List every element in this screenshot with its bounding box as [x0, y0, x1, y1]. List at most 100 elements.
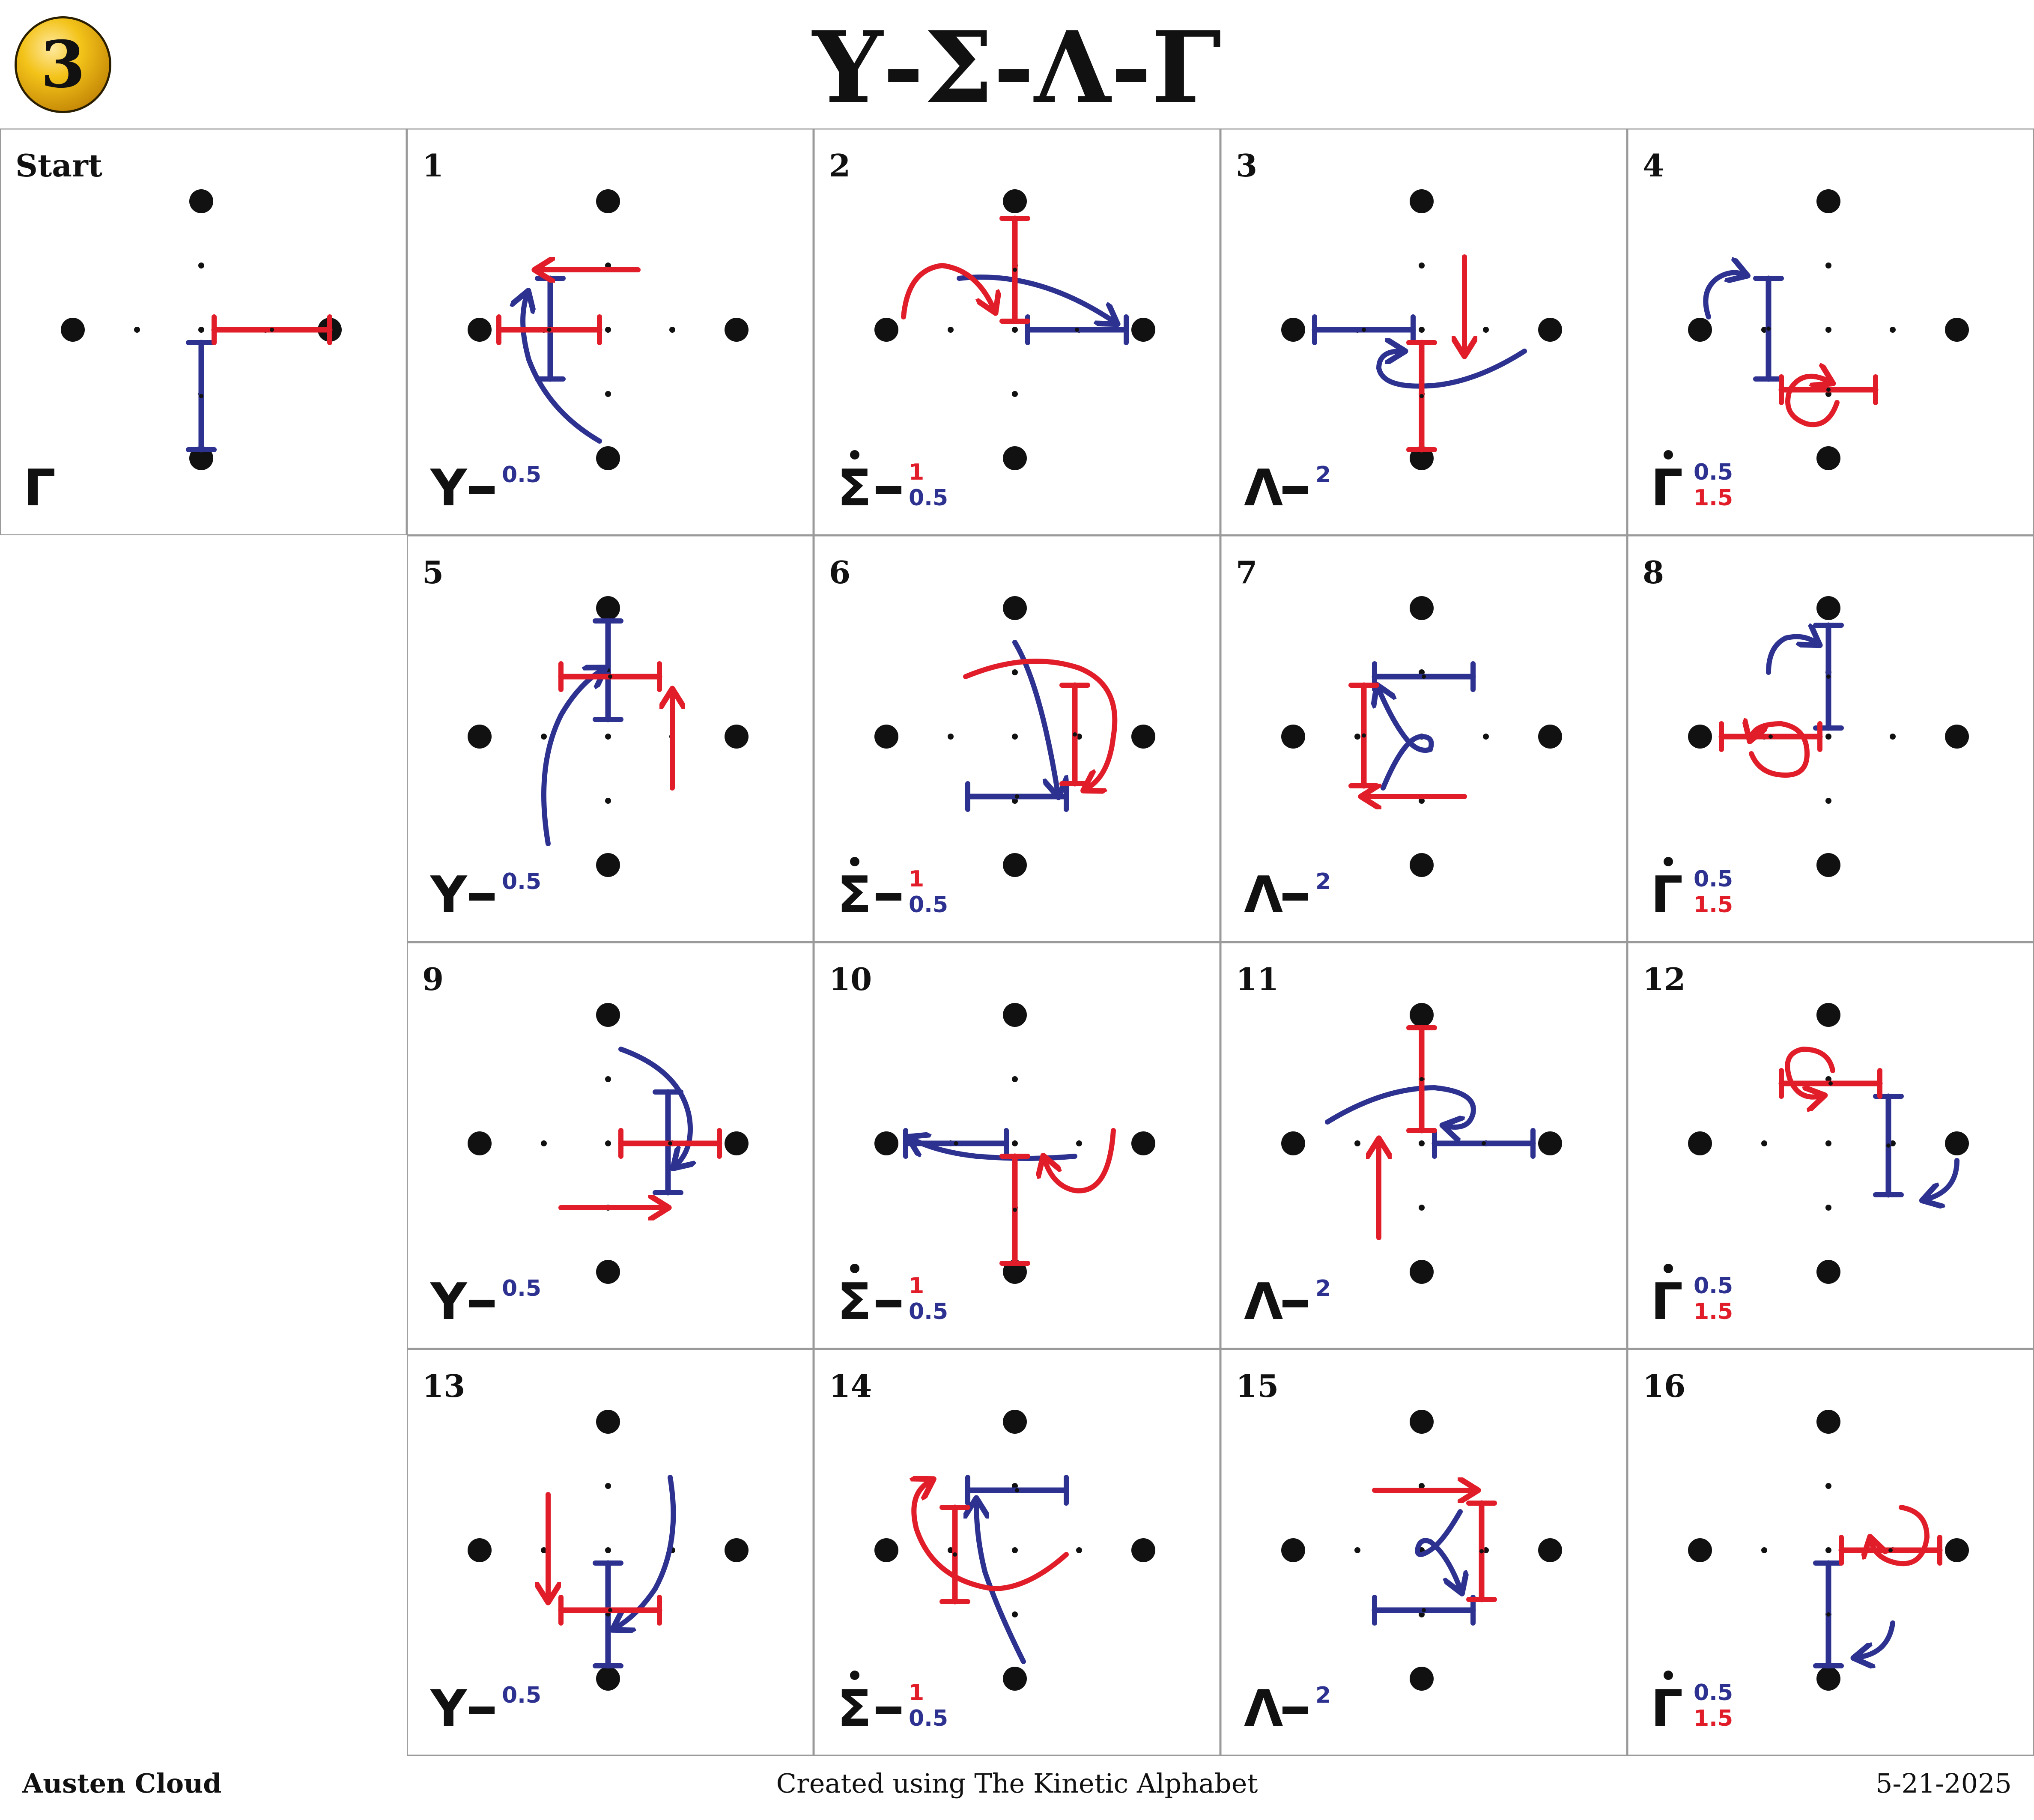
turn-number: 0.5 — [502, 1276, 541, 1301]
hand-point — [1003, 1410, 1027, 1434]
letter-glyph: Γ — [24, 458, 56, 517]
turn-number: 2 — [1315, 1276, 1331, 1301]
staff-center — [606, 668, 610, 672]
turn-number-top: 1 — [909, 1680, 924, 1706]
layer-point — [605, 263, 611, 269]
layer-point — [541, 1140, 547, 1146]
staff-center — [199, 394, 203, 398]
hand-point — [61, 318, 85, 342]
staff-center — [953, 1552, 957, 1557]
hand-point — [1410, 1260, 1434, 1284]
staff-center — [1013, 268, 1017, 272]
hand-point — [596, 853, 620, 877]
layer-point — [605, 1547, 611, 1553]
hand-point — [1003, 1667, 1027, 1691]
turn-number-bottom: 1.5 — [1694, 1706, 1733, 1731]
red-motion-arrow — [901, 263, 993, 319]
layer-point — [1483, 734, 1489, 740]
staff-center — [1013, 1208, 1017, 1212]
layer-point — [605, 391, 611, 397]
hand-point — [1816, 189, 1840, 213]
glyph-dot — [850, 1671, 859, 1680]
hand-point — [1003, 596, 1027, 620]
cell-label: 11 — [1236, 961, 1279, 997]
staff-center — [1420, 1077, 1424, 1081]
blue-motion-arrow — [1703, 273, 1743, 319]
cell-label: 5 — [422, 554, 444, 591]
glyph-dot — [1664, 1671, 1673, 1680]
letter-glyph: Λ — [1244, 1679, 1283, 1738]
blue-motion-arrow — [957, 274, 1113, 321]
letter-glyph: Υ — [429, 1272, 468, 1331]
letter-glyph: Λ — [1244, 1272, 1283, 1331]
hand-point — [1003, 189, 1027, 213]
red-motion-arrow — [963, 659, 1118, 788]
cell-label: 1 — [422, 147, 444, 184]
glyph-dot — [1664, 450, 1673, 459]
layer-point — [198, 327, 204, 333]
layer-point — [198, 263, 204, 269]
blue-motion-arrow — [523, 295, 602, 444]
layer-point — [1354, 1547, 1360, 1553]
layer-point — [1825, 1140, 1831, 1146]
layer-point — [1761, 1547, 1767, 1553]
blue-motion-arrow — [1325, 1085, 1476, 1127]
sequence-title: Υ-Σ-Λ-Γ — [812, 10, 1222, 125]
glyph-dot — [850, 857, 859, 866]
turn-number-bottom: 0.5 — [909, 1706, 948, 1731]
hand-point — [1945, 318, 1969, 342]
hand-point — [1688, 725, 1712, 749]
layer-point — [1012, 1140, 1018, 1146]
glyph-dot — [1664, 857, 1673, 866]
hand-point — [596, 446, 620, 470]
hand-point — [1003, 853, 1027, 877]
hand-point — [1945, 725, 1969, 749]
hand-point — [1816, 1260, 1840, 1284]
creation-date: 5-21-2025 — [1875, 1768, 2012, 1799]
turn-number-top: 0.5 — [1694, 1680, 1733, 1706]
glyph-dash — [1282, 1300, 1308, 1307]
blue-motion-arrow — [618, 1047, 690, 1165]
layer-point — [1825, 798, 1831, 804]
hand-point — [874, 318, 898, 342]
blue-motion-arrow — [1414, 1509, 1460, 1589]
layer-point — [1483, 327, 1489, 333]
badge-number: 3 — [40, 27, 86, 102]
staff-center — [954, 1141, 958, 1146]
cell-label: 14 — [829, 1368, 872, 1404]
letter-glyph: Υ — [429, 1679, 468, 1738]
staff-center — [1015, 794, 1019, 799]
glyph-dash — [1282, 1707, 1308, 1714]
cell-label: 4 — [1643, 147, 1664, 184]
staff-center — [1482, 1141, 1486, 1146]
letter-glyph: Σ — [837, 865, 872, 924]
turn-number-top: 0.5 — [1694, 1273, 1733, 1299]
turn-number: 0.5 — [502, 462, 541, 488]
hand-point — [1410, 189, 1434, 213]
hand-point — [1538, 318, 1562, 342]
hand-point — [596, 1410, 620, 1434]
blue-motion-arrow — [1376, 351, 1527, 389]
hand-point — [1410, 1003, 1434, 1027]
hand-point — [468, 1131, 492, 1155]
hand-point — [725, 725, 749, 749]
layer-point — [1825, 327, 1831, 333]
hand-point — [874, 1131, 898, 1155]
layer-point — [1076, 1140, 1082, 1146]
hand-point — [1538, 1538, 1562, 1562]
glyph-dash — [876, 486, 901, 494]
layer-point — [605, 327, 611, 333]
hand-point — [1945, 1131, 1969, 1155]
layer-point — [541, 1547, 547, 1553]
turn-number-bottom: 0.5 — [909, 485, 948, 511]
hand-point — [1281, 318, 1305, 342]
